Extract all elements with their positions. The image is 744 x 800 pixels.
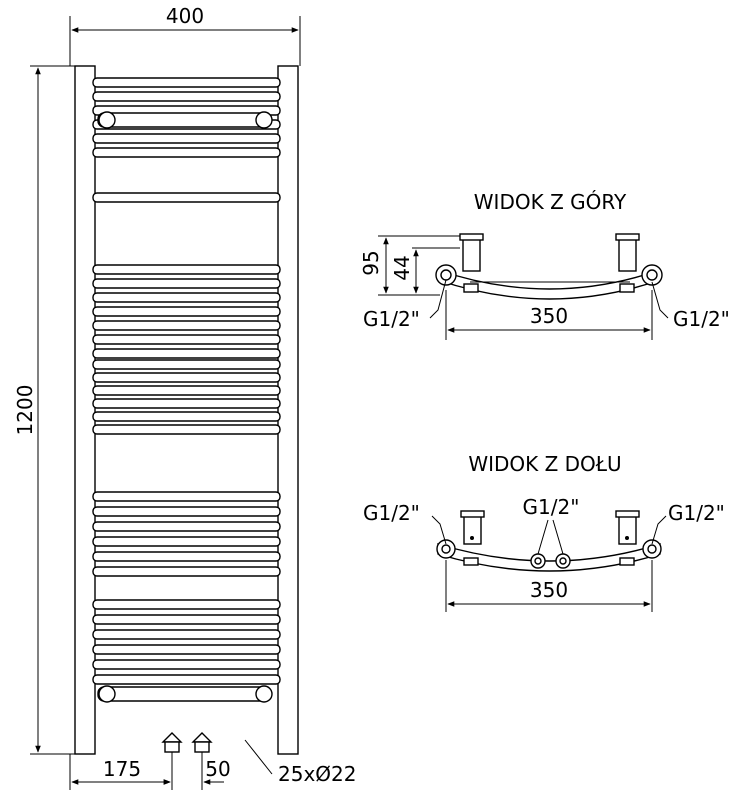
valve-right [191, 732, 213, 753]
top-view: WIDOK Z GÓRY 95 44 350 G1/2" G1/2" [359, 190, 730, 340]
tube [92, 192, 281, 203]
tube [92, 334, 281, 345]
tube [92, 278, 281, 289]
valve-left [161, 732, 183, 753]
tube [92, 91, 281, 102]
wall-bracket-top-left [97, 111, 273, 129]
tube [92, 551, 281, 562]
tubes-callout: 25xØ22 [244, 739, 356, 786]
tube [92, 359, 281, 370]
bottom-view-connection-left-label: G1/2" [363, 501, 420, 525]
tube [92, 133, 281, 144]
tube [92, 599, 281, 610]
top-view-depth-pipe: 44 [390, 255, 414, 280]
tube [92, 506, 281, 517]
tubes-callout-label: 25xØ22 [278, 762, 356, 786]
bottom-view-title: WIDOK Z DOŁU [468, 452, 621, 476]
tube [92, 264, 281, 275]
top-view-depth-total: 95 [359, 250, 383, 275]
dimension-width-label: 400 [166, 4, 204, 28]
right-side-rail [277, 65, 299, 755]
dimension-offset-label: 175 [103, 757, 141, 781]
bottom-view-span-label: 350 [530, 578, 568, 602]
tube [92, 644, 281, 655]
front-view: 400 1200 175 50 25xØ22 [13, 4, 356, 790]
dimension-spacing-label: 50 [205, 757, 230, 781]
tube [92, 306, 281, 317]
top-view-title: WIDOK Z GÓRY [474, 190, 627, 214]
tube [92, 659, 281, 670]
top-view-connection-right-label: G1/2" [673, 307, 730, 331]
bottom-view-connection-center-label: G1/2" [523, 495, 580, 519]
top-view-span-label: 350 [530, 304, 568, 328]
bottom-view: WIDOK Z DOŁU G1/2" G1/2" G1/2" [363, 452, 725, 612]
tube [92, 614, 281, 625]
horizontal-tubes [92, 77, 281, 685]
tube [92, 566, 281, 577]
tube [92, 147, 281, 158]
tube [92, 536, 281, 547]
tube [92, 398, 281, 409]
dimension-width: 400 [69, 4, 301, 66]
bottom-view-connection-right-label: G1/2" [668, 501, 725, 525]
tube [92, 292, 281, 303]
dimension-height: 1200 [13, 65, 75, 755]
tube [92, 521, 281, 532]
tube [92, 674, 281, 685]
tube [92, 348, 281, 359]
wall-bracket-bottom [97, 685, 273, 703]
tube [92, 491, 281, 502]
tube [92, 629, 281, 640]
top-view-post-left [462, 236, 481, 272]
tube [92, 385, 281, 396]
tube [92, 424, 281, 435]
tube [92, 372, 281, 383]
tube [92, 77, 281, 88]
tube [92, 411, 281, 422]
dimension-height-label: 1200 [13, 385, 37, 436]
tube [92, 320, 281, 331]
dimension-pipe-offset: 175 50 [69, 752, 231, 790]
top-view-post-right [618, 236, 637, 272]
top-view-connection-left-label: G1/2" [363, 307, 420, 331]
left-side-rail [74, 65, 96, 755]
